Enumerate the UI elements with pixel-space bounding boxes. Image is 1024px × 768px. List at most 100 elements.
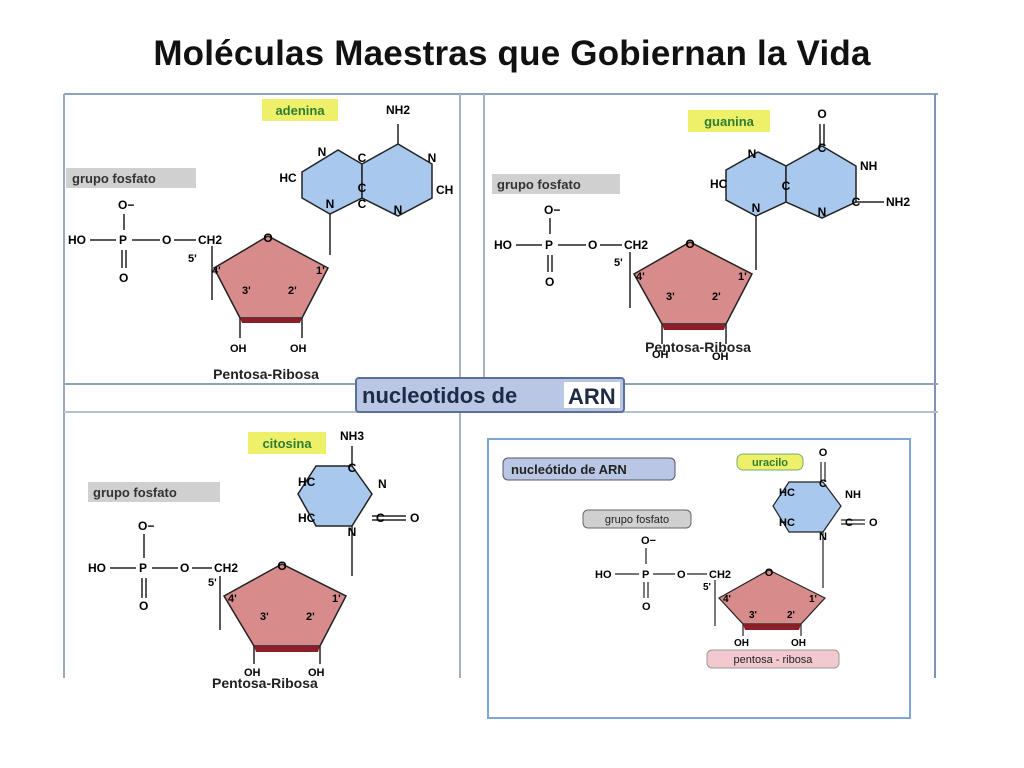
atom-ho: HO <box>68 233 86 247</box>
phosphate-label-box <box>66 168 196 188</box>
phosphate-label-box <box>492 174 620 194</box>
base-name-label: uracilo <box>752 457 788 469</box>
label-c5: 5' <box>614 257 623 269</box>
atom-n2: N <box>428 151 437 165</box>
atom-ch2: CH2 <box>709 569 731 581</box>
label-c2: 2' <box>787 610 795 621</box>
atom-n2: N <box>752 201 761 215</box>
atom-o-bottom: O <box>642 601 651 613</box>
phosphate-label: grupo fosfato <box>497 177 581 192</box>
uracil-base: O C HC NH HC C O N <box>772 447 878 588</box>
guanine-base: O N C NH HC C C NH2 N N <box>710 107 910 270</box>
label-c2: 2' <box>288 285 297 297</box>
atom-o-bottom: O <box>139 599 148 613</box>
atom-ring-o: O <box>685 237 694 251</box>
label-c1: 1' <box>809 594 817 605</box>
atom-ho: HO <box>494 238 512 252</box>
phosphate-label: grupo fosfato <box>72 171 156 186</box>
atom-o-top: O− <box>641 535 656 547</box>
phosphate-group: O− HO P O CH2 O <box>68 198 222 285</box>
phosphate-label: grupo fosfato <box>93 485 177 500</box>
nucleotide-diagram-svg: adenina grupo fosfato NH2 N C N HC C CH … <box>63 93 938 679</box>
sugar-label: Pentosa-Ribosa <box>645 339 751 355</box>
ribose-sugar: O 5' 4' 3' 2' 1' OH OH <box>703 567 826 649</box>
base-label-bg <box>688 110 770 132</box>
label-c3: 3' <box>749 610 757 621</box>
base-label-bg <box>248 432 326 454</box>
base-label-bg <box>262 99 338 121</box>
label-c4: 4' <box>228 593 237 605</box>
atom-oxo1: O <box>819 447 828 459</box>
atom-p: P <box>119 233 127 247</box>
label-c4: 4' <box>212 265 221 277</box>
panel-uracilo: nucleótido de ARN uracilo grupo fosfato … <box>487 438 911 719</box>
atom-p: P <box>139 561 147 575</box>
nucleotide-diagram: adenina grupo fosfato NH2 N C N HC C CH … <box>62 90 940 679</box>
sugar-label: pentosa - ribosa <box>734 654 814 666</box>
label-c5: 5' <box>188 253 197 265</box>
atom-n: N <box>819 531 827 543</box>
label-c1: 1' <box>332 593 341 605</box>
atom-o-top: O− <box>138 519 154 533</box>
atom-hc1: HC <box>298 475 316 489</box>
atom-amino: NH2 <box>886 195 910 209</box>
label-c2: 2' <box>712 291 721 303</box>
ribose-sugar: O 5' 4' 3' 2' 1' OH OH <box>208 559 348 679</box>
phosphate-label: grupo fosfato <box>605 514 669 526</box>
atom-amino: NH3 <box>340 429 364 443</box>
label-c4: 4' <box>723 594 731 605</box>
atom-ring-o: O <box>765 567 774 579</box>
atom-o-link: O <box>180 561 189 575</box>
atom-o-bottom: O <box>119 271 128 285</box>
center-label-part1: nucleotidos de <box>362 383 517 408</box>
atom-c2: C <box>845 517 853 529</box>
phosphate-label-box <box>582 509 692 529</box>
label-oh2: OH <box>791 638 806 649</box>
center-label-box <box>355 377 625 413</box>
ribose-sugar: O 5' 4' 3' 2' 1' OH OH <box>614 237 754 363</box>
atom-o-top: O− <box>544 203 560 217</box>
atom-c3: C <box>358 197 367 211</box>
atom-c2: C <box>782 179 791 193</box>
atom-hc1: HC <box>779 487 795 499</box>
atom-o-link: O <box>677 569 686 581</box>
atom-ho: HO <box>595 569 612 581</box>
label-oh3: OH <box>734 638 749 649</box>
atom-c2: C <box>358 181 367 195</box>
panel-citosina-sugar-label: Pentosa-Ribosa <box>212 675 318 691</box>
atom-p: P <box>545 238 553 252</box>
label-oh2: OH <box>290 343 307 355</box>
panel-adenina: adenina grupo fosfato NH2 N C N HC C CH … <box>66 99 453 382</box>
atom-oxo: O <box>817 107 826 121</box>
base-name-label: adenina <box>275 103 325 118</box>
atom-hc: HC <box>710 177 728 191</box>
atom-c3: C <box>852 195 861 209</box>
label-c3: 3' <box>260 611 269 623</box>
atom-o-link: O <box>162 233 171 247</box>
phosphate-label-box <box>88 482 220 502</box>
center-label-highlight <box>564 382 620 408</box>
phosphate-group: O− HO P O CH2 O <box>88 519 238 613</box>
center-label: nucleotidos de ARN <box>355 377 625 413</box>
atom-n3: N <box>326 197 335 211</box>
atom-ch2: CH2 <box>624 238 648 252</box>
base-name-label: guanina <box>704 114 755 129</box>
label-c4: 4' <box>636 271 645 283</box>
phosphate-group: O− HO P O CH2 O <box>494 203 648 289</box>
atom-c1: C <box>819 478 827 490</box>
ribose-sugar: O 5' 4' 3' 2' 1' OH OH <box>188 231 330 355</box>
cytosine-base: NH3 C HC N HC C O N <box>297 429 419 576</box>
atom-ho: HO <box>88 561 106 575</box>
atom-ring-o: O <box>263 231 272 245</box>
adenine-base: NH2 N C N HC C CH N C N <box>279 103 453 255</box>
grid-lines <box>63 93 938 678</box>
label-c1: 1' <box>738 271 747 283</box>
label-oh2: OH <box>308 667 325 678</box>
sugar-label: Pentosa-Ribosa <box>213 366 319 382</box>
phosphate-group: O− HO P O CH2 O <box>595 535 731 613</box>
label-c5: 5' <box>208 577 217 589</box>
atom-n1: N <box>378 477 387 491</box>
atom-oxo: O <box>410 511 419 525</box>
atom-oxo2: O <box>869 517 878 529</box>
label-c3: 3' <box>666 291 675 303</box>
